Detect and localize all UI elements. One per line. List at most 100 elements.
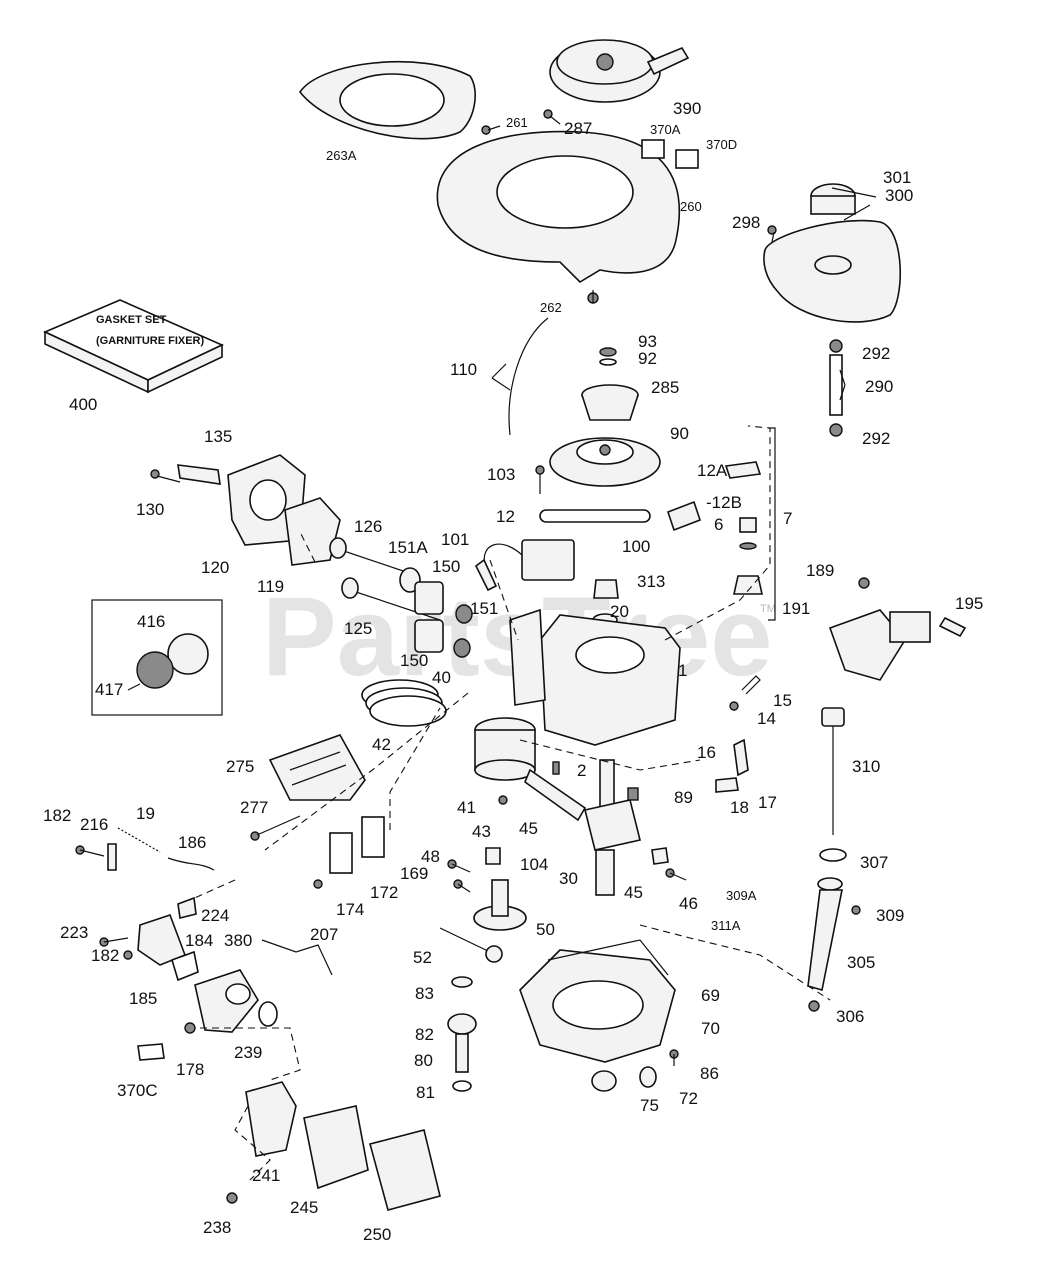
callout-261[interactable]: 261 — [506, 115, 528, 130]
callout-19[interactable]: 19 — [136, 804, 155, 823]
part-216-bushing[interactable] — [107, 843, 117, 871]
callout-292-upper[interactable]: 292 — [862, 344, 890, 363]
callout-182-upper[interactable]: 182 — [43, 806, 71, 825]
callout-305[interactable]: 305 — [847, 953, 875, 972]
callout-75[interactable]: 75 — [640, 1096, 659, 1115]
callout-151A[interactable]: 151A — [388, 538, 428, 557]
callout-42[interactable]: 42 — [372, 735, 391, 754]
part-169-gasket[interactable] — [361, 816, 385, 858]
callout-6[interactable]: 6 — [714, 515, 723, 534]
part-101-spark-plug-boot[interactable] — [474, 558, 498, 592]
part-262-screw[interactable] — [587, 290, 599, 304]
part-92-washer[interactable] — [599, 358, 617, 366]
callout-310[interactable]: 310 — [852, 757, 880, 776]
part-390-rewind-starter[interactable] — [549, 39, 690, 103]
callout-50[interactable]: 50 — [536, 920, 555, 939]
callout-370A[interactable]: 370A — [650, 122, 681, 137]
part-370A-decal[interactable] — [641, 139, 665, 159]
part-223-screw[interactable] — [99, 937, 129, 947]
callout-151[interactable]: 151 — [470, 599, 498, 618]
callout-12[interactable]: 12 — [496, 507, 515, 526]
callout-48[interactable]: 48 — [421, 847, 440, 866]
part-7-primer[interactable] — [733, 575, 763, 595]
part-12-hose[interactable] — [539, 509, 651, 523]
part-224-gasket[interactable] — [177, 896, 197, 919]
callout-311A[interactable]: 311A — [711, 918, 741, 933]
callout-1[interactable]: 1 — [678, 661, 687, 680]
callout-86[interactable]: 86 — [700, 1064, 719, 1083]
callout-172[interactable]: 172 — [370, 883, 398, 902]
part-70-oil-sump[interactable] — [519, 949, 676, 1063]
part-290-fuel-line[interactable] — [829, 354, 843, 416]
callout-195[interactable]: 195 — [955, 594, 983, 613]
part-50-cam-gear[interactable] — [473, 879, 527, 931]
callout-309A[interactable]: 309A — [726, 888, 757, 903]
part-14-screw[interactable] — [729, 701, 739, 711]
part-16-brake-part[interactable] — [733, 738, 749, 777]
callout-15[interactable]: 15 — [773, 691, 792, 710]
callout-223[interactable]: 223 — [60, 923, 88, 942]
part-380-carburetor[interactable] — [194, 969, 259, 1033]
part-126-valve[interactable] — [334, 547, 416, 576]
part-174-screw[interactable] — [313, 879, 323, 889]
callout-126[interactable]: 126 — [354, 517, 382, 536]
part-42-piston-rings[interactable] — [361, 679, 447, 727]
callout-82[interactable]: 82 — [415, 1025, 434, 1044]
part-103-bolt[interactable] — [535, 465, 545, 494]
part-86-bolt[interactable] — [669, 1049, 679, 1066]
callout-182-lower[interactable]: 182 — [91, 946, 119, 965]
callout-416[interactable]: 416 — [137, 612, 165, 631]
part-45-connecting-rod[interactable] — [524, 768, 587, 822]
part-184-gasket[interactable] — [171, 950, 199, 982]
part-30-crankshaft[interactable] — [584, 759, 641, 896]
callout-14[interactable]: 14 — [757, 709, 776, 728]
callout-52[interactable]: 52 — [413, 948, 432, 967]
part-195-spring[interactable] — [938, 616, 967, 638]
callout-41[interactable]: 41 — [457, 798, 476, 817]
callout-306[interactable]: 306 — [836, 1007, 864, 1026]
part-48-bolt-lower[interactable] — [453, 879, 471, 893]
callout-89[interactable]: 89 — [674, 788, 693, 807]
callout-186[interactable]: 186 — [178, 833, 206, 852]
callout-46[interactable]: 46 — [679, 894, 698, 913]
callout-298[interactable]: 298 — [732, 213, 760, 232]
callout-103[interactable]: 103 — [487, 465, 515, 484]
part-52-shaft[interactable] — [439, 927, 503, 963]
callout-81[interactable]: 81 — [416, 1083, 435, 1102]
part-260-blower-housing[interactable] — [436, 130, 681, 284]
part-292-clamp-upper[interactable] — [829, 339, 843, 353]
part-110-ground-wire[interactable] — [508, 317, 549, 436]
part-182-screw-upper[interactable] — [75, 845, 105, 857]
part-261-screw[interactable] — [481, 125, 501, 135]
callout-285[interactable]: 285 — [651, 378, 679, 397]
callout-45-rod[interactable]: 45 — [519, 819, 538, 838]
part-275-muffler[interactable] — [268, 734, 366, 801]
callout-72[interactable]: 72 — [679, 1089, 698, 1108]
part-287-screw[interactable] — [543, 109, 561, 125]
part-285-starter-cup[interactable] — [581, 384, 639, 421]
callout-70[interactable]: 70 — [701, 1019, 720, 1038]
part-6-bulb[interactable] — [739, 517, 757, 533]
callout-18[interactable]: 18 — [730, 798, 749, 817]
part-151-retainer-lower[interactable] — [453, 638, 471, 658]
part-172-gasket[interactable] — [329, 832, 353, 874]
part-307-o-ring[interactable] — [819, 848, 847, 862]
part-191-governor-bracket[interactable] — [828, 609, 931, 681]
callout-307[interactable]: 307 — [860, 853, 888, 872]
part-238-screw[interactable] — [226, 1192, 238, 1204]
part-41-piston[interactable] — [474, 717, 536, 781]
part-45-rod-cap[interactable] — [651, 847, 669, 865]
callout-12B[interactable]: -12B — [706, 493, 742, 512]
part-130-bolt[interactable] — [150, 469, 181, 483]
part-1-cylinder-block[interactable] — [509, 608, 681, 746]
callout-83[interactable]: 83 — [415, 984, 434, 1003]
part-90-flywheel[interactable] — [549, 437, 661, 487]
part-150-spring-lower[interactable] — [414, 619, 444, 653]
part-12B-fitting[interactable] — [666, 500, 702, 532]
callout-80[interactable]: 80 — [414, 1051, 433, 1070]
callout-30[interactable]: 30 — [559, 869, 578, 888]
callout-20[interactable]: 20 — [610, 602, 629, 621]
callout-43[interactable]: 43 — [472, 822, 491, 841]
part-104-nut[interactable] — [485, 847, 501, 865]
part-245-air-filter[interactable] — [303, 1105, 369, 1190]
